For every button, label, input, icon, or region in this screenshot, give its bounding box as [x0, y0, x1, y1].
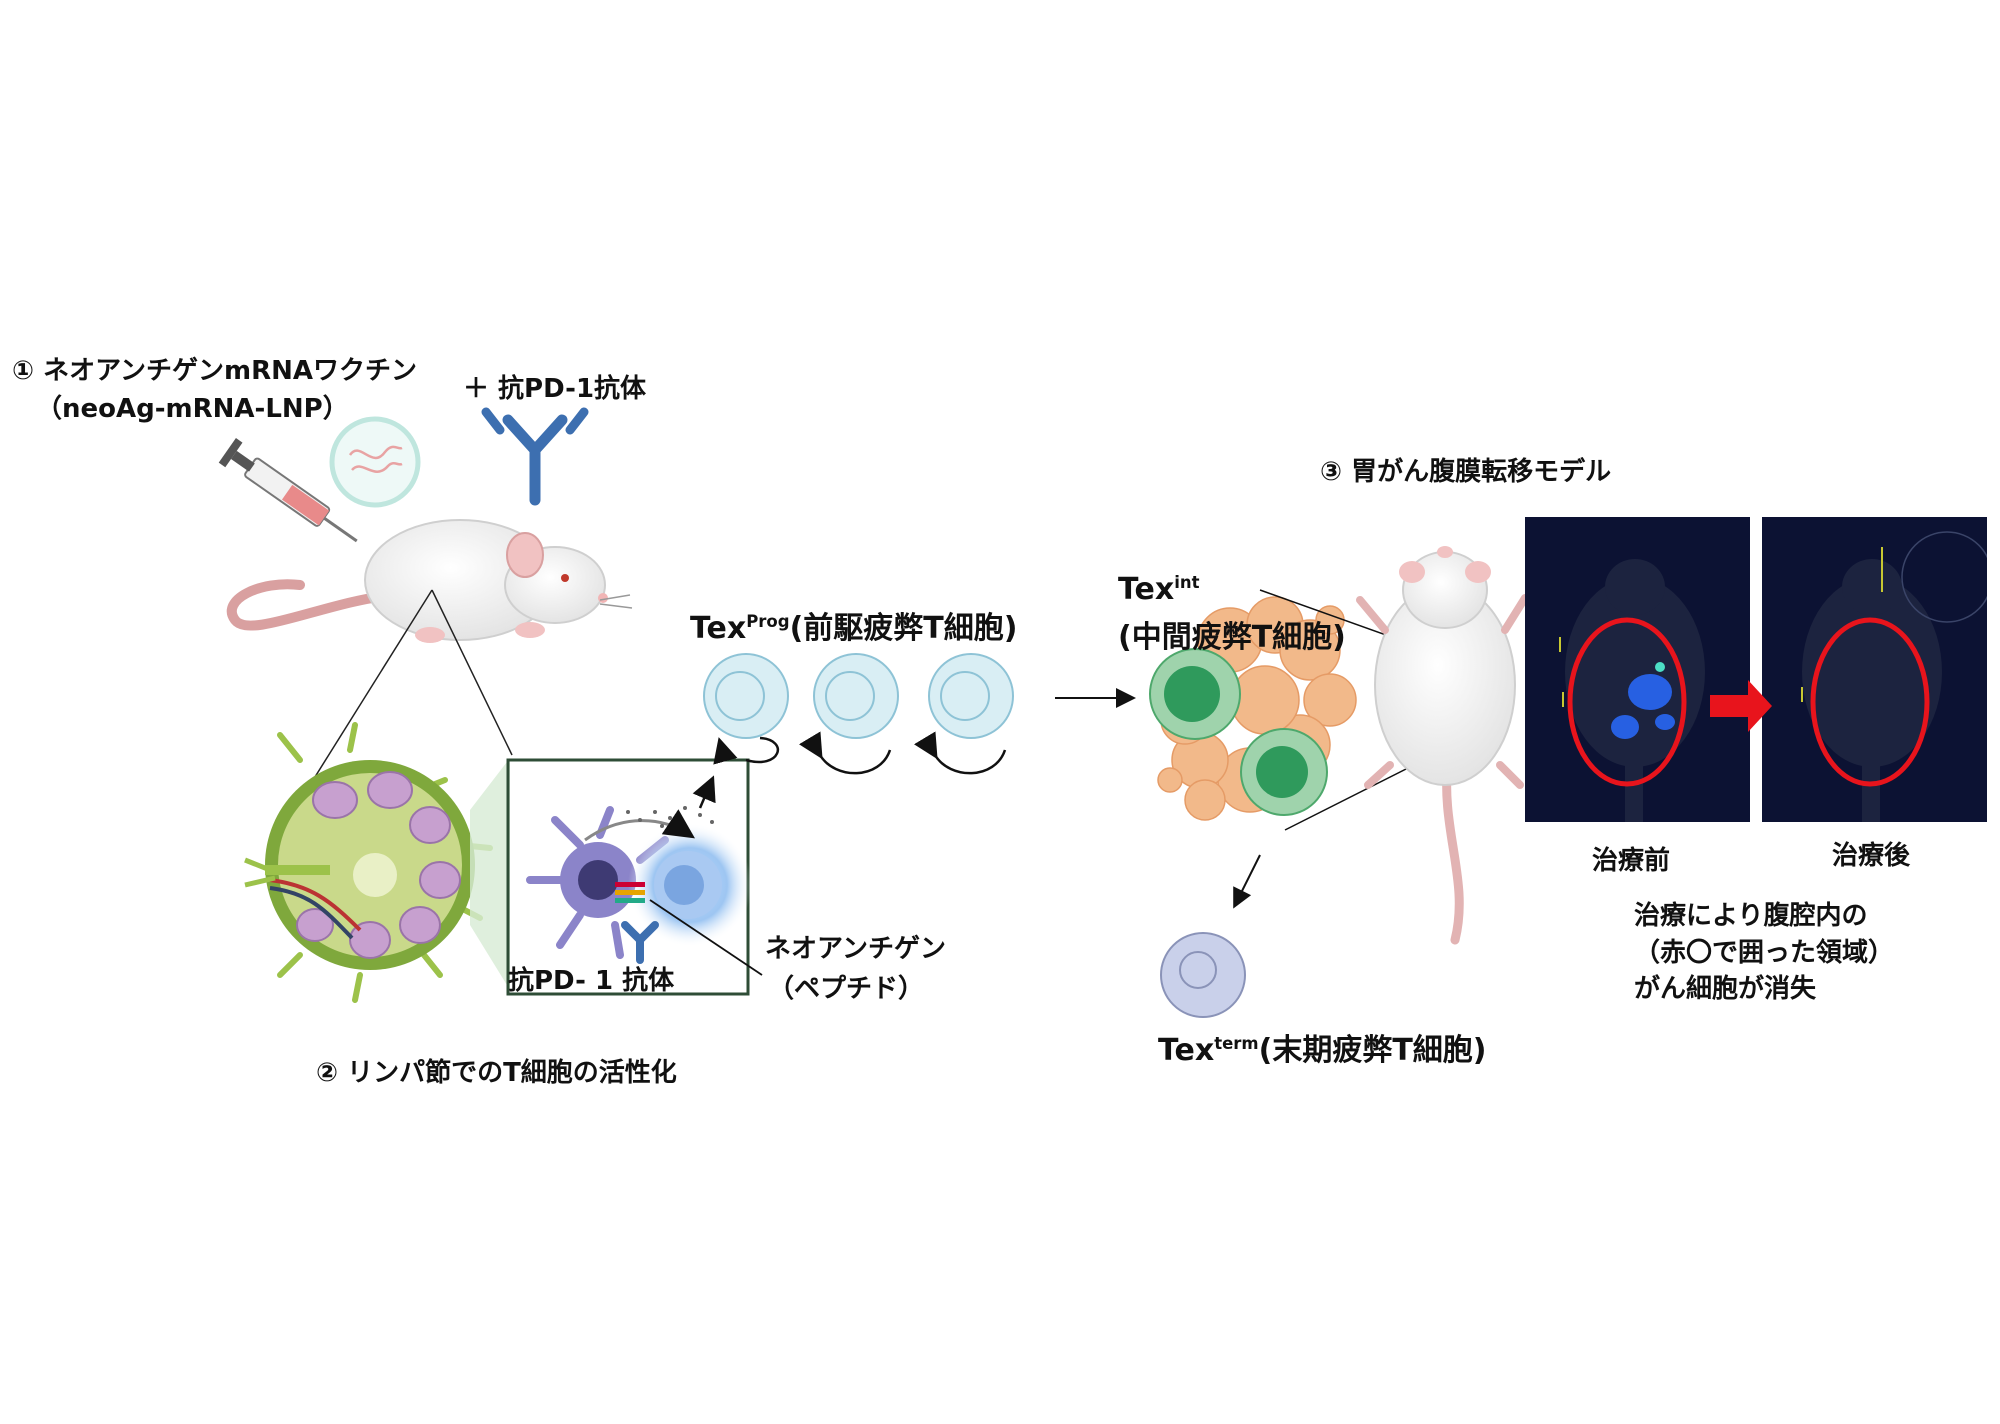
tex-prog-sup: Prog — [746, 612, 790, 631]
mrna-lnp-icon — [329, 416, 421, 508]
ivis-image-before — [1525, 517, 1750, 822]
tex-int-sup: int — [1174, 573, 1200, 592]
pd1-antibody-label: 抗PD- 1 抗体 — [508, 966, 675, 996]
step1-plus-antibody: ＋ 抗PD-1抗体 — [463, 374, 647, 404]
ivis-image-after — [1762, 517, 1987, 822]
tex-term-cell — [1160, 932, 1246, 1018]
result-line2: （赤〇で囲った領域） — [1634, 938, 1895, 968]
tex-prog-prefix: Tex — [690, 611, 747, 646]
neoantigen-line2: （ペプチド） — [768, 974, 925, 1004]
tex-int-label: Texint — [1118, 572, 1199, 607]
mouse-dorsal-icon — [1356, 546, 1529, 945]
tex-prog-suffix: (前駆疲弊T細胞) — [789, 611, 1018, 646]
step2-caption: ② リンパ節でのT細胞の活性化 — [316, 1058, 677, 1088]
mouse-injection-icon — [226, 519, 633, 643]
pd1-antibody-inset-icon — [621, 921, 659, 964]
before-label: 治療前 — [1592, 846, 1671, 876]
step1-title-line2: （neoAg-mRNA-LNP） — [36, 394, 349, 424]
tex-prog-cells — [703, 653, 1014, 775]
lymph-node-icon — [244, 722, 493, 1003]
result-line1: 治療により腹腔内の — [1634, 901, 1868, 931]
tex-term-label: Texterm(末期疲弊T細胞) — [1158, 1025, 1487, 1069]
tex-int-cells — [1149, 648, 1328, 816]
step1-title-line1: ① ネオアンチゲンmRNAワクチン — [12, 356, 418, 386]
tex-int-prefix: Tex — [1118, 572, 1175, 607]
neoantigen-line1: ネオアンチゲン — [765, 934, 946, 964]
antibody-icon — [481, 407, 589, 506]
tex-prog-label: TexProg(前駆疲弊T細胞) — [690, 603, 1017, 647]
tex-term-prefix: Tex — [1158, 1033, 1215, 1068]
tex-term-suffix: (末期疲弊T細胞) — [1258, 1033, 1487, 1068]
result-line3: がん細胞が消失 — [1634, 974, 1817, 1004]
tex-term-sup: term — [1214, 1034, 1259, 1053]
tex-int-line2: (中間疲弊T細胞) — [1118, 620, 1346, 655]
t-cell-activation-icon — [584, 806, 752, 947]
syringe-icon — [218, 438, 358, 543]
after-label: 治療後 — [1832, 841, 1911, 871]
step3-title: ③ 胃がん腹膜転移モデル — [1320, 457, 1612, 487]
